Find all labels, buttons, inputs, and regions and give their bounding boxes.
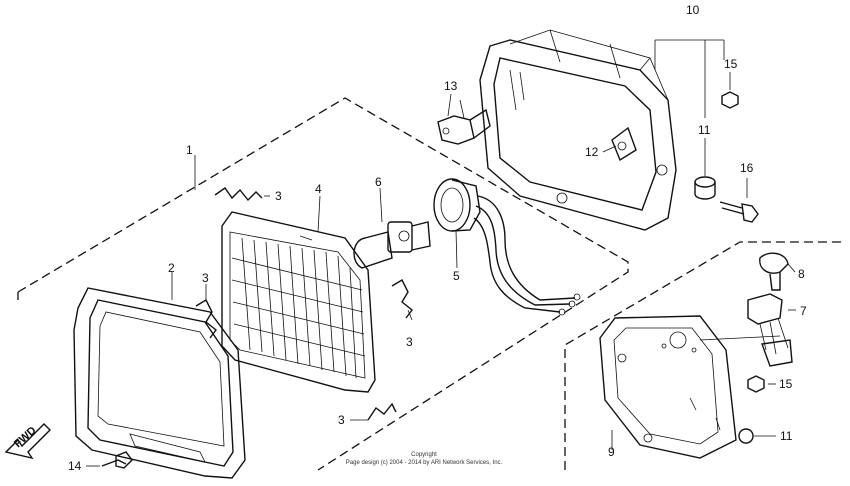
callout-3-left: 3	[202, 271, 209, 285]
headlight-assembly-outline	[17, 97, 629, 471]
callout-1: 1	[186, 143, 193, 157]
callout-12: 12	[585, 145, 599, 159]
adjust-knob	[759, 252, 789, 291]
leader-lines	[86, 39, 796, 467]
callout-15-lower: 15	[779, 377, 793, 391]
callout-4: 4	[315, 182, 322, 196]
headlight-rim	[73, 287, 246, 479]
bolt-14	[101, 451, 133, 469]
lower-case	[599, 315, 781, 459]
copyright-line-1: Copyright	[411, 452, 437, 458]
callout-11-lower: 11	[780, 429, 793, 443]
fwd-arrow: FWD	[4, 423, 51, 460]
nut-lower	[747, 375, 765, 393]
lens-grid	[231, 237, 366, 379]
case-bracket	[437, 99, 491, 145]
switch-unit	[747, 293, 793, 367]
bolt-16	[719, 201, 759, 223]
callout-2: 2	[168, 261, 175, 275]
callout-13: 13	[444, 79, 458, 93]
nut-upper	[721, 91, 739, 109]
callout-6: 6	[375, 175, 382, 189]
callout-3-top: 3	[275, 189, 282, 203]
headlight-lens	[221, 211, 376, 393]
bulb-socket	[433, 178, 581, 316]
copyright-line-2: Page design (c) 2004 - 2014 by ARI Netwo…	[346, 460, 503, 466]
callout-11-upper: 11	[698, 123, 711, 137]
adjusting-spring-bottom	[367, 402, 397, 421]
grommet-upper	[694, 176, 716, 200]
callout-5: 5	[453, 269, 460, 283]
grommet-lower	[738, 428, 754, 444]
callout-15-upper: 15	[724, 57, 738, 71]
headlight-bulb	[353, 221, 431, 269]
callout-8: 8	[798, 267, 805, 281]
callout-3-bottom: 3	[338, 413, 345, 427]
headlight-case	[479, 29, 677, 231]
callout-10: 10	[686, 3, 700, 17]
callout-16: 16	[740, 161, 754, 175]
callout-7: 7	[800, 304, 807, 318]
fwd-label: FWD	[12, 425, 39, 451]
adjusting-spring-top	[214, 187, 263, 202]
case-assembly-outline	[564, 241, 845, 470]
callout-14: 14	[68, 459, 82, 473]
callout-9: 9	[608, 445, 615, 459]
callout-3-right: 3	[406, 335, 413, 349]
adjusting-spring-left	[195, 299, 217, 339]
adjusting-spring-right	[391, 279, 413, 319]
